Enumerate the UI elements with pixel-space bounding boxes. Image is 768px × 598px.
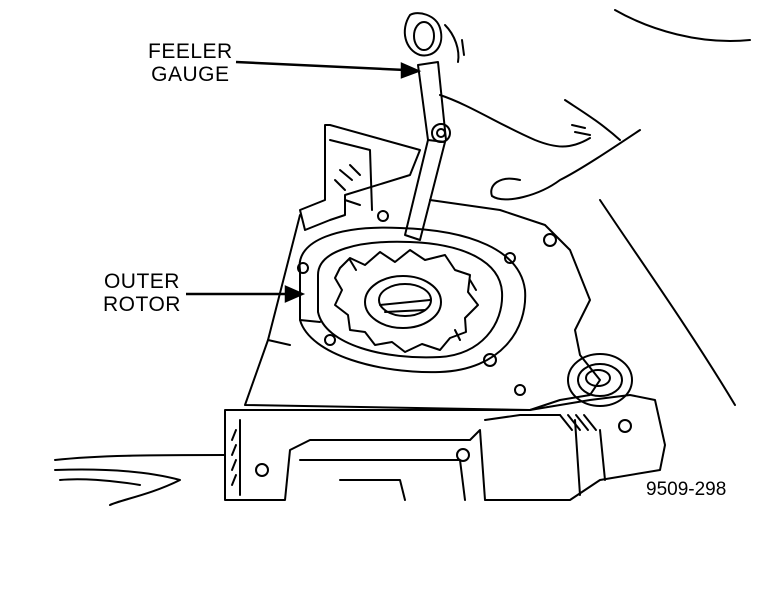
outer-rotor-label: OUTER ROTOR [103, 270, 181, 316]
bearing-boss [567, 353, 633, 407]
inner-rotor [364, 275, 442, 329]
feeler-gauge-label-line1: FEELER [148, 40, 233, 63]
feeler-gauge-label: FEELER GAUGE [148, 40, 233, 86]
feeler-gauge-pivot [431, 123, 451, 143]
rotor-leader-arrow [284, 285, 306, 303]
lower-flange [224, 394, 666, 501]
housing-edge-right [599, 199, 736, 406]
housing-curve [614, 9, 751, 42]
pump-cover-outer [298, 226, 527, 374]
main-plate [244, 199, 601, 411]
feeler-gauge-handle [403, 12, 443, 57]
feeler-gauge-label-line2: GAUGE [151, 63, 230, 86]
finger-upper [439, 94, 591, 148]
hand-outline [490, 129, 641, 201]
pump-cover-inner [317, 240, 504, 359]
outer-rotor [334, 249, 479, 353]
outer-rotor-label-line2: ROTOR [103, 293, 181, 316]
feeler-leader-arrow [400, 62, 422, 79]
figure-number: 9509-298 [646, 479, 727, 500]
feeler-gauge-blade [404, 139, 446, 241]
housing-top [299, 124, 421, 231]
lower-left-housing [54, 454, 226, 506]
outer-rotor-label-line1: OUTER [103, 270, 180, 293]
feeler-leader-line [235, 60, 406, 72]
